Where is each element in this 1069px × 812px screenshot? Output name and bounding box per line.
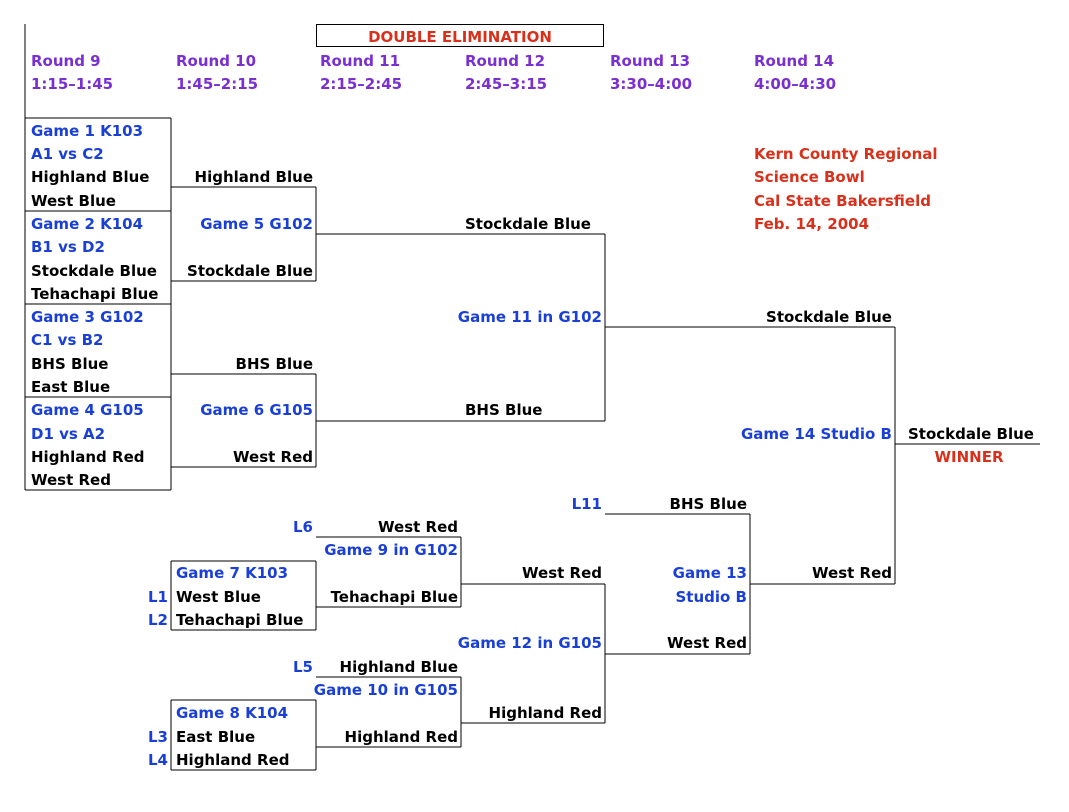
game-10-team-2: Highland Red [344, 728, 458, 746]
game-11-team-1: Stockdale Blue [465, 215, 591, 233]
game-2-label: Game 2 K104 [31, 215, 144, 233]
game-13-source-1: L11 [571, 495, 602, 513]
game-1-matchup: A1 vs C2 [31, 145, 104, 163]
game-14-label: Game 14 Studio B [740, 425, 892, 443]
game-3-matchup: C1 vs B2 [31, 331, 104, 349]
event-date: Feb. 14, 2004 [754, 215, 870, 233]
game-8-label: Game 8 K104 [176, 704, 289, 722]
game-7-team-2: Tehachapi Blue [176, 611, 304, 629]
game-14-team-2: West Red [812, 564, 892, 582]
game-2-team-2: Tehachapi Blue [31, 285, 159, 303]
game-11-label: Game 11 in G102 [457, 308, 602, 326]
game-4-label: Game 4 G105 [31, 401, 144, 419]
game-9-team-2: Tehachapi Blue [330, 588, 458, 606]
game-10-source-1: L5 [293, 658, 313, 676]
game-13-team-1: BHS Blue [669, 495, 747, 513]
round-14-name: Round 14 [754, 52, 835, 70]
round-14-time: 4:00–4:30 [754, 75, 837, 93]
game-13-label: Game 13 [672, 564, 747, 582]
game-7-source-2: L2 [148, 611, 168, 629]
game-3-team-2: East Blue [31, 378, 111, 396]
game-14-team-1: Stockdale Blue [766, 308, 892, 326]
round-10-name: Round 10 [176, 52, 257, 70]
game-4-team-2: West Red [31, 471, 111, 489]
game-8-team-2: Highland Red [176, 751, 290, 769]
game-11-team-2: BHS Blue [465, 401, 543, 419]
bracket-title: DOUBLE ELIMINATION [368, 28, 552, 46]
round-10-time: 1:45–2:15 [176, 75, 259, 93]
round-13-name: Round 13 [610, 52, 691, 70]
title-box [316, 24, 604, 47]
game-7-team-1: West Blue [176, 588, 261, 606]
winner-label: WINNER [934, 448, 1004, 466]
game-12-team-1: West Red [522, 564, 602, 582]
game-8-source-1: L3 [148, 728, 168, 746]
game-12-label: Game 12 in G105 [457, 634, 602, 652]
round-9-time: 1:15–1:45 [31, 75, 114, 93]
round-11-time: 2:15–2:45 [320, 75, 403, 93]
game-7-label: Game 7 K103 [176, 564, 289, 582]
round-9-name: Round 9 [31, 52, 101, 70]
game-3-team-1: BHS Blue [31, 355, 109, 373]
round-12-time: 2:45–3:15 [465, 75, 548, 93]
event-line-1: Kern County Regional [754, 145, 938, 163]
game-5-team-2: Stockdale Blue [187, 262, 313, 280]
game-6-label: Game 6 G105 [200, 401, 313, 419]
game-3-label: Game 3 G102 [31, 308, 144, 326]
game-8-team-1: East Blue [176, 728, 256, 746]
game-1-team-1: Highland Blue [31, 168, 150, 186]
game-1-team-2: West Blue [31, 192, 116, 210]
game-9-team-1: West Red [378, 518, 458, 536]
game-12-team-2: Highland Red [488, 704, 602, 722]
game-6-team-1: BHS Blue [235, 355, 313, 373]
game-8-source-2: L4 [148, 751, 168, 769]
game-10-team-1: Highland Blue [339, 658, 458, 676]
game-1-label: Game 1 K103 [31, 122, 144, 140]
game-9-source-1: L6 [293, 518, 313, 536]
event-line-3: Cal State Bakersfield [754, 192, 931, 210]
game-13-location: Studio B [675, 588, 748, 606]
round-12-name: Round 12 [465, 52, 546, 70]
game-9-label: Game 9 in G102 [324, 541, 458, 559]
game-2-matchup: B1 vs D2 [31, 238, 105, 256]
champion-team: Stockdale Blue [908, 425, 1034, 443]
event-line-2: Science Bowl [754, 168, 865, 186]
game-4-matchup: D1 vs A2 [31, 425, 106, 443]
game-6-team-2: West Red [233, 448, 313, 466]
game-2-team-1: Stockdale Blue [31, 262, 157, 280]
round-11-name: Round 11 [320, 52, 401, 70]
game-4-team-1: Highland Red [31, 448, 145, 466]
game-7-source-1: L1 [148, 588, 168, 606]
game-5-label: Game 5 G102 [200, 215, 313, 233]
round-13-time: 3:30–4:00 [610, 75, 693, 93]
game-13-team-2: West Red [667, 634, 747, 652]
game-10-label: Game 10 in G105 [313, 681, 458, 699]
game-5-team-1: Highland Blue [194, 168, 313, 186]
